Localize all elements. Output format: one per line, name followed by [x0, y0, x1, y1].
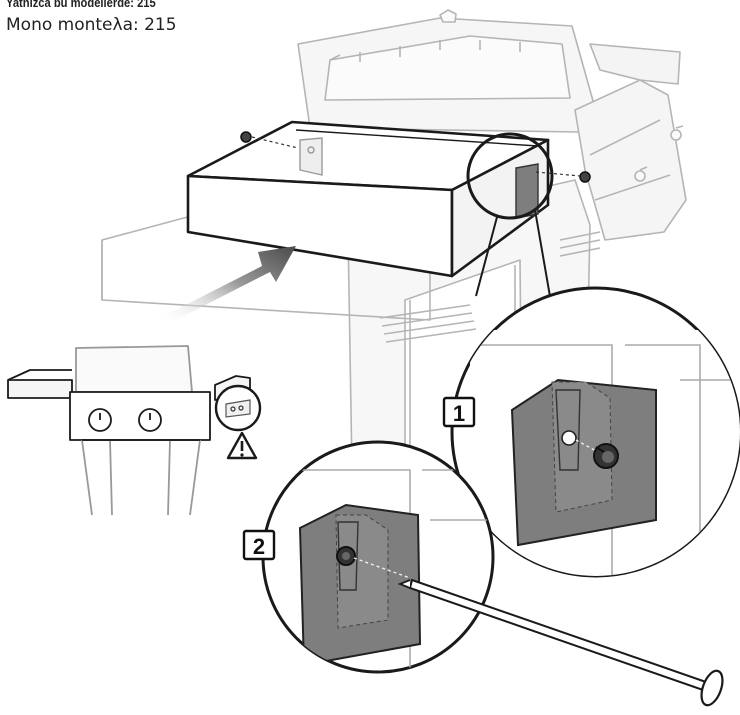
- drip-tray: [186, 120, 550, 278]
- step-2-badge: 2: [242, 529, 276, 561]
- caption-main: Mono monteλa: 215: [6, 15, 177, 35]
- step-1-badge: 1: [442, 396, 476, 428]
- detail-circle-2: [261, 440, 495, 674]
- warning-icon: [214, 384, 262, 460]
- detail-circle-1: [450, 286, 740, 578]
- svg-text:1: 1: [453, 401, 465, 426]
- grill-thumbnail: [7, 345, 251, 516]
- svg-text:2: 2: [253, 534, 265, 559]
- bolt: [240, 131, 591, 183]
- insertion-arrow: [160, 246, 296, 324]
- caption-top: Yatnizca bu modellerde: 215: [6, 0, 156, 10]
- screwdriver: [397, 578, 724, 707]
